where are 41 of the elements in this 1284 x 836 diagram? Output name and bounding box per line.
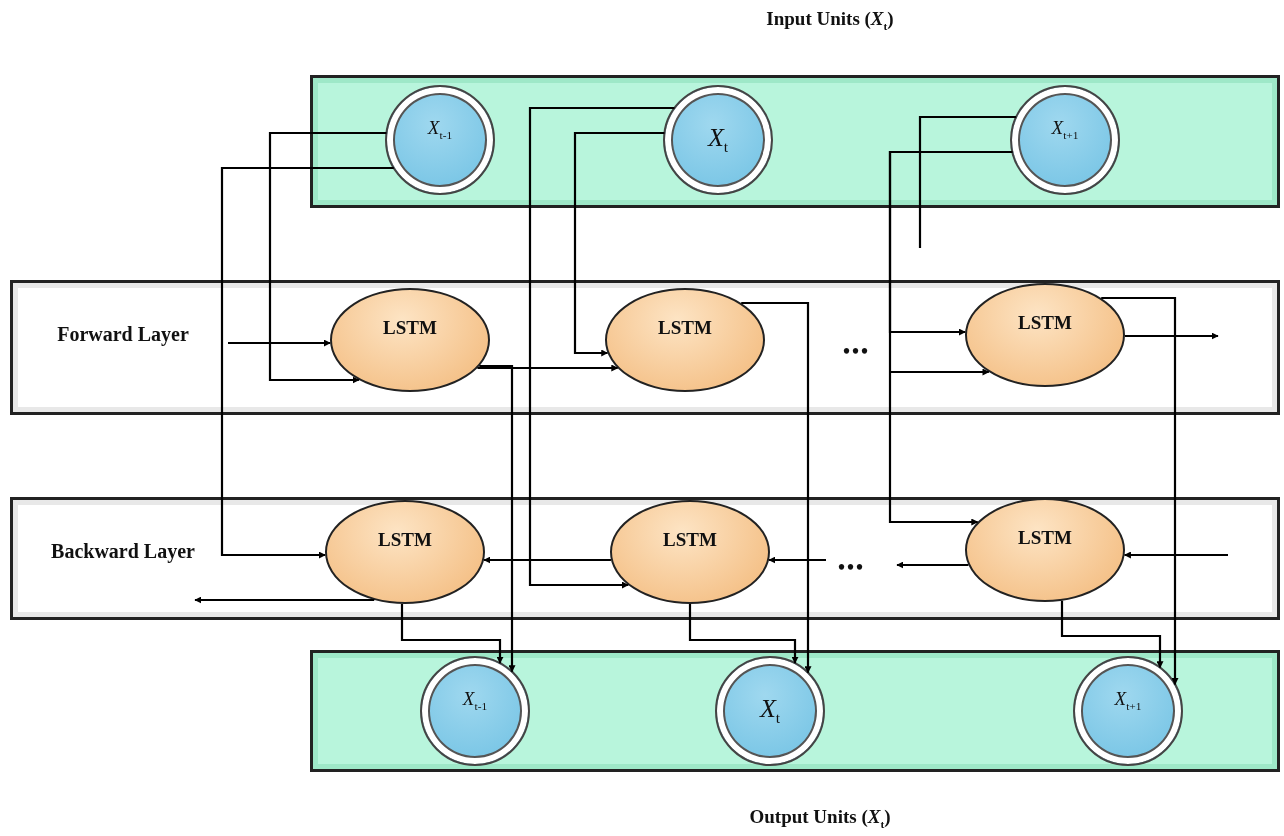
cell-label: LSTM [663,530,717,552]
unit-band [310,75,1280,208]
ellipsis: ••• [843,340,870,363]
arrow [896,561,969,569]
arrow [768,556,826,564]
arrow [1125,332,1219,340]
layer-title: Forward Layer [56,322,190,348]
unit-label: X$_{t+1}$ [1051,118,1079,142]
arrow [528,106,675,589]
arrow [268,131,387,384]
layer-title: Backward Layer [50,539,196,565]
ellipsis: ••• [838,556,865,579]
cell-label: LSTM [658,318,712,340]
arrow [477,364,619,372]
arrow [688,604,799,664]
unit-label: X$_{t+1}$ [1114,689,1142,713]
unit-label: X$_{t}$ [759,696,781,726]
arrow [483,556,611,564]
layer-heading: Output Units (X$_{t}$) [749,806,891,830]
arrow [573,131,665,357]
layer-band [10,280,1280,415]
unit-band [310,650,1280,772]
arrow [1123,551,1228,559]
layer-heading: Input Units (X$_{t}$) [766,8,894,32]
cell-label: LSTM [1018,313,1072,335]
arrow [890,368,990,376]
arrow [741,301,812,674]
arrow [479,364,516,673]
cell-label: LSTM [383,318,437,340]
arrow [1060,600,1164,669]
unit-label: X$_{t-1}$ [427,118,453,142]
arrow [220,166,394,559]
unit-label: X$_{t-1}$ [462,689,488,713]
layer-band [10,497,1280,620]
cell-label: LSTM [1018,528,1072,550]
unit-label: X$_{t}$ [707,125,729,155]
arrow [228,339,331,347]
cell-label: LSTM [378,530,432,552]
arrow [400,603,504,664]
arrow [194,596,375,604]
arrow [1101,296,1179,686]
